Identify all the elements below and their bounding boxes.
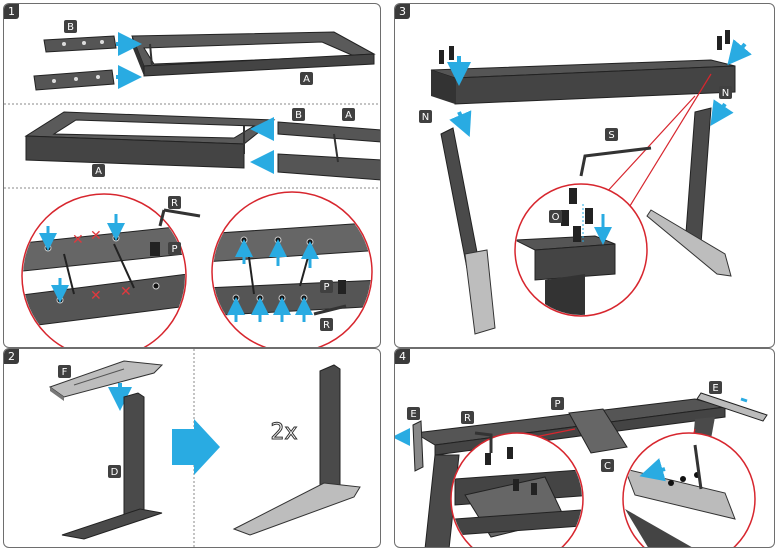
foot-part-f [48,360,164,401]
next-arrow [172,419,220,475]
step-4-number: 4 [395,349,410,364]
frame-a-middle [24,111,276,169]
label-e-left [407,407,420,420]
bolts-right [717,30,730,50]
label-d [108,465,121,478]
label-a-middle-right-text: A [345,110,352,121]
label-a-middle-right [342,108,355,121]
mount-plate-c [568,408,628,454]
detail-circle-left [450,431,584,547]
svg-text:✕: ✕ [90,228,102,244]
label-s-text: S [608,130,614,141]
detail-pointer-line [624,73,712,215]
label-r [461,411,474,424]
label-n-right-text: N [722,88,729,99]
frame-top-view [430,59,736,105]
label-p-text: P [554,399,560,410]
step-2-illustration: F D 2x [48,349,361,547]
label-e-left-text: E [410,409,416,420]
svg-text:✕: ✕ [90,288,102,304]
part-b-a-rails-middle [277,121,380,181]
end-plate-left [412,420,424,472]
detail-circle [514,183,648,317]
svg-text:✕: ✕ [120,284,132,300]
label-r-right-text: R [323,320,330,331]
label-o [549,210,562,223]
label-p-left-text: P [171,244,177,255]
step-4-panel: 4 E E P R C [394,348,775,548]
step-1-illustration: B A B A A [4,20,380,347]
label-a-middle [92,164,105,177]
label-n-left [419,110,432,123]
label-a-top-text: A [303,74,310,85]
step-3-illustration: S O N N [419,30,752,335]
end-plate-right [696,392,768,422]
assembled-leg [232,364,361,536]
label-a-middle-text: A [95,166,102,177]
detail-circle-right [622,432,756,547]
detail-circle-left: ✕ ✕ ✕ ✕ [21,193,201,347]
part-b-rails-top [33,35,117,91]
svg-text:✕: ✕ [72,232,84,248]
label-e-right [709,381,722,394]
label-e-right-text: E [712,383,718,394]
hex-key-s [579,146,652,177]
label-b-middle-text: B [295,110,302,121]
step-2-panel: 2 F D 2x [3,348,381,548]
label-p-right-text: P [323,282,329,293]
label-r-left-text: R [171,198,178,209]
label-n-left-text: N [422,112,429,123]
label-p-left [168,242,181,255]
label-b-top-text: B [67,22,74,33]
step-3-number: 3 [395,4,410,19]
step-1-number: 1 [4,4,19,19]
detail-circle-right [211,191,373,347]
step-1-panel: 1 B A [3,3,381,348]
step-4-illustration: E E P R C [395,381,768,547]
step-3-panel: 3 [394,3,775,348]
leg-part-d [61,392,163,540]
frame-a-top [131,31,376,77]
label-b-top [64,20,77,33]
label-d-text: D [111,467,119,478]
label-s [605,128,618,141]
label-c [601,459,614,472]
label-a-top [300,72,313,85]
label-n-right [719,86,732,99]
step-2-number: 2 [4,349,19,364]
label-r-left [168,196,181,209]
quantity-multiplier: 2x [270,420,297,445]
label-c-text: C [604,461,611,472]
label-r-text: R [464,413,471,424]
label-f-text: F [62,367,68,378]
label-o-text: O [552,212,560,223]
label-p [551,397,564,410]
bolts-left [439,46,454,64]
leg-left [440,127,496,335]
leg-right [646,107,732,277]
label-f [58,365,71,378]
label-p-right [320,280,333,293]
label-b-middle [292,108,305,121]
label-r-right [320,318,333,331]
